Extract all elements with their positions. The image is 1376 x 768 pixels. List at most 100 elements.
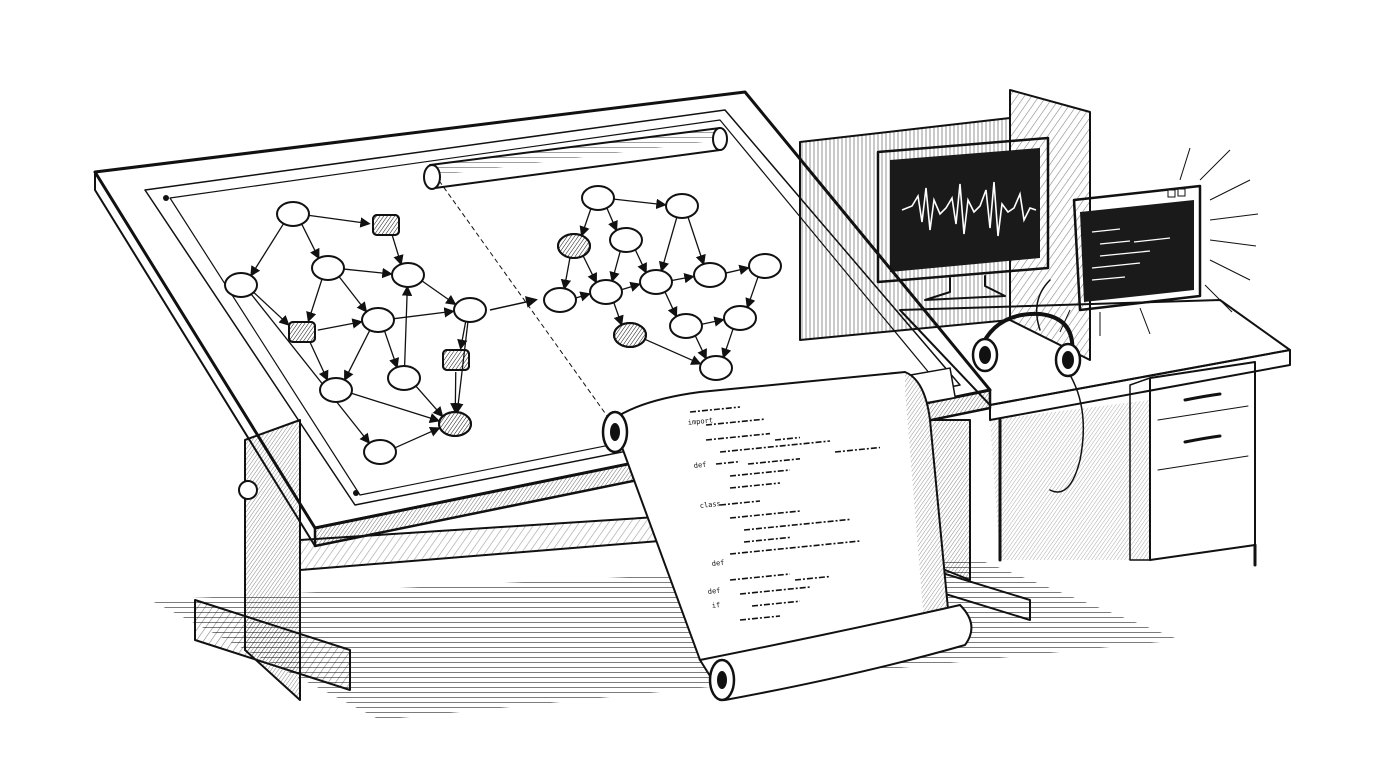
side-desk: [899, 299, 1291, 567]
code-line: [729, 469, 791, 477]
code-line: [743, 518, 851, 531]
graph-edge: [351, 392, 441, 424]
graph-edge: [391, 235, 404, 266]
graph-edge: [343, 267, 393, 279]
graph-edge: [687, 216, 706, 266]
code-line: [715, 460, 741, 465]
waveform-monitor: [876, 136, 1050, 301]
graph-edge: [721, 328, 734, 359]
code-keyword-5: def: [707, 587, 720, 596]
graph-edge: [634, 249, 647, 274]
graph-edge: [606, 207, 618, 232]
graph-edge: [664, 291, 678, 318]
graph-node: [387, 365, 421, 391]
graph-edge: [613, 302, 624, 327]
graph-edge: [308, 214, 371, 228]
code-line: [689, 406, 741, 413]
graph-node: [276, 201, 310, 227]
graph-edge: [306, 278, 323, 323]
graph-edge: [575, 291, 591, 302]
graph-node: [665, 193, 699, 219]
code-keyword-3: class: [699, 500, 721, 510]
scroll-code-lines: [689, 406, 881, 621]
code-line: [719, 440, 831, 453]
terminal-window: [1059, 147, 1259, 336]
graph-edge: [338, 276, 368, 313]
graph-node: [442, 349, 470, 371]
graph-node: [442, 349, 470, 371]
code-keyword-2: def: [693, 461, 706, 470]
graph-node: [557, 233, 591, 259]
code-line: [729, 540, 861, 555]
graph-edge: [253, 291, 290, 326]
graph-edge: [250, 223, 285, 277]
code-keyword-6: if: [711, 601, 720, 610]
graph-edge: [613, 198, 667, 210]
terminal-code-lines: [1091, 228, 1171, 281]
graph-edge: [671, 272, 695, 284]
graph-node: [288, 321, 316, 343]
graph-edge: [658, 217, 678, 273]
graph-node: [589, 279, 623, 305]
graph-node: [311, 255, 345, 281]
graph-node: [372, 214, 400, 236]
graph-node: [609, 227, 643, 253]
graph-edge: [393, 307, 455, 320]
graph-edge: [701, 316, 725, 327]
graph-edge: [609, 251, 621, 283]
graph-edge: [421, 280, 457, 306]
graph-node: [319, 377, 353, 403]
code-scroll: import def class def def if: [601, 370, 973, 702]
graph-edge: [745, 276, 759, 309]
graph-edge: [401, 285, 413, 367]
graph-node: [613, 322, 647, 348]
code-keyword-4: def: [711, 559, 724, 568]
waveform-icon: [901, 181, 1037, 237]
graph-edge: [309, 342, 329, 382]
graph-edge: [560, 257, 572, 290]
graph-node: [543, 287, 577, 313]
graph-node: [581, 185, 615, 211]
graph-node: [699, 355, 733, 381]
graph-node: [391, 262, 425, 288]
code-line: [739, 615, 781, 621]
graph-node: [693, 262, 727, 288]
code-line: [794, 575, 831, 581]
graph-node: [669, 313, 703, 339]
code-line: [719, 500, 761, 506]
graph-edge: [415, 385, 444, 418]
code-line: [729, 573, 791, 581]
graph-edge: [582, 255, 597, 284]
code-line: [729, 482, 781, 489]
graph-node: [372, 214, 400, 236]
rolled-paper-top: [423, 127, 728, 190]
graph-edge: [457, 321, 468, 351]
graph-edge: [394, 426, 441, 449]
code-line: [705, 432, 771, 441]
graph-node: [288, 321, 316, 343]
code-line: [751, 600, 801, 607]
graph-edge: [621, 281, 641, 292]
code-line: [747, 458, 801, 465]
graph-diagram-left: [224, 201, 487, 465]
graph-node: [361, 307, 395, 333]
graph-node: [453, 297, 487, 323]
graph-edge: [383, 330, 400, 369]
graph-edge: [694, 335, 707, 360]
code-line: [705, 418, 765, 426]
graph-node: [224, 272, 258, 298]
graph-edge: [301, 223, 320, 260]
code-line: [743, 536, 791, 543]
graph-node: [723, 305, 757, 331]
headphones-icon: [971, 279, 1085, 493]
code-keyword-1: import: [687, 416, 713, 427]
code-line: [774, 436, 801, 441]
graph-edge: [644, 338, 702, 365]
graph-edge: [725, 264, 750, 275]
graph-edge: [344, 329, 371, 382]
graph-node: [363, 439, 397, 465]
graph-edge: [250, 293, 371, 445]
graph-edge: [317, 318, 363, 331]
graph-diagram-right: [543, 185, 782, 381]
